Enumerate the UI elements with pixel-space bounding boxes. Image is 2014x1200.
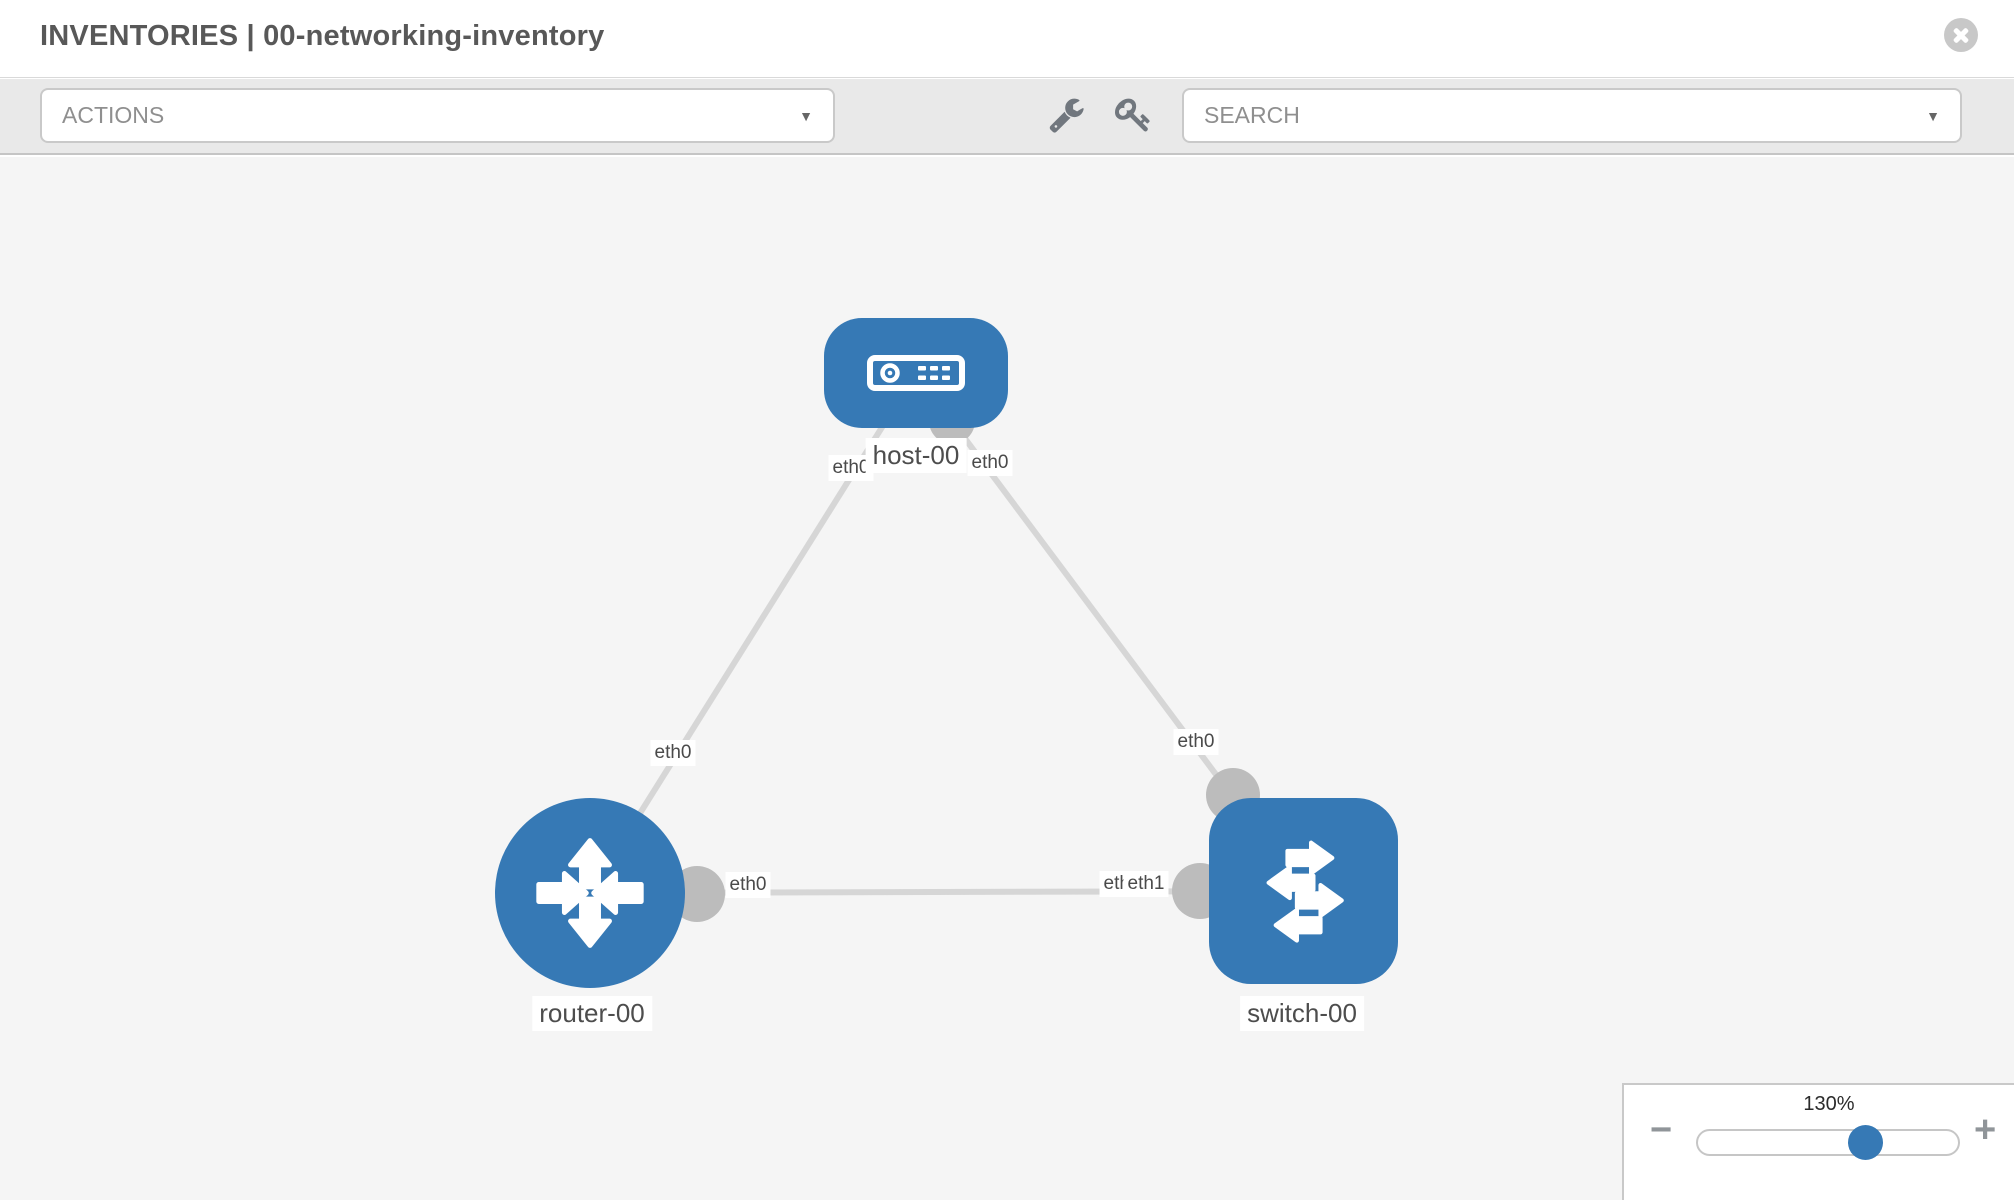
iface-label-eth0-switch-link: eth0: [1173, 729, 1219, 755]
iface-label-eth0-router-end: eth0: [725, 872, 771, 898]
actions-dropdown[interactable]: ACTIONS ▼: [40, 88, 835, 143]
iface-label-eth1-switch-end: eth1: [1123, 871, 1169, 897]
node-label-router: router-00: [532, 996, 652, 1031]
zoom-slider-track[interactable]: [1696, 1129, 1960, 1156]
zoom-slider-handle[interactable]: [1848, 1125, 1883, 1160]
node-switch[interactable]: [1209, 798, 1398, 984]
close-icon[interactable]: [1944, 18, 1978, 52]
chevron-down-icon: ▼: [799, 107, 813, 124]
toolbar: ACTIONS ▼ SEARCH ▼: [0, 79, 2014, 155]
iface-label-eth0-router-link: eth0: [650, 740, 696, 766]
zoom-in-icon[interactable]: +: [1974, 1109, 1997, 1151]
zoom-level: 130%: [1803, 1093, 1855, 1115]
node-host[interactable]: [824, 318, 1008, 428]
key-icon[interactable]: [1115, 96, 1152, 133]
zoom-out-icon[interactable]: −: [1650, 1109, 1673, 1151]
links-layer: [587, 371, 1306, 922]
switch-icon: [1266, 840, 1344, 943]
wrench-icon[interactable]: [1048, 96, 1085, 133]
panel-header: INVENTORIES | 00-networking-inventory: [0, 0, 2014, 78]
iface-label-eth0-host-right: eth0: [967, 450, 1013, 476]
actions-dropdown-label: ACTIONS: [62, 102, 165, 128]
router-icon: [536, 838, 644, 948]
node-label-switch: switch-00: [1240, 996, 1364, 1031]
search-dropdown[interactable]: SEARCH ▼: [1182, 88, 1962, 143]
chevron-down-icon: ▼: [1926, 107, 1940, 124]
server-icon: [867, 355, 965, 391]
node-label-host: host-00: [865, 438, 967, 473]
node-router[interactable]: [495, 798, 685, 988]
page-title: INVENTORIES | 00-networking-inventory: [40, 20, 605, 52]
zoom-control-panel: 130% − +: [1622, 1083, 2014, 1200]
search-dropdown-label: SEARCH: [1204, 102, 1300, 128]
topology-canvas: host-00 router-00 switch-00 eth0 eth0 et…: [0, 157, 2014, 1200]
